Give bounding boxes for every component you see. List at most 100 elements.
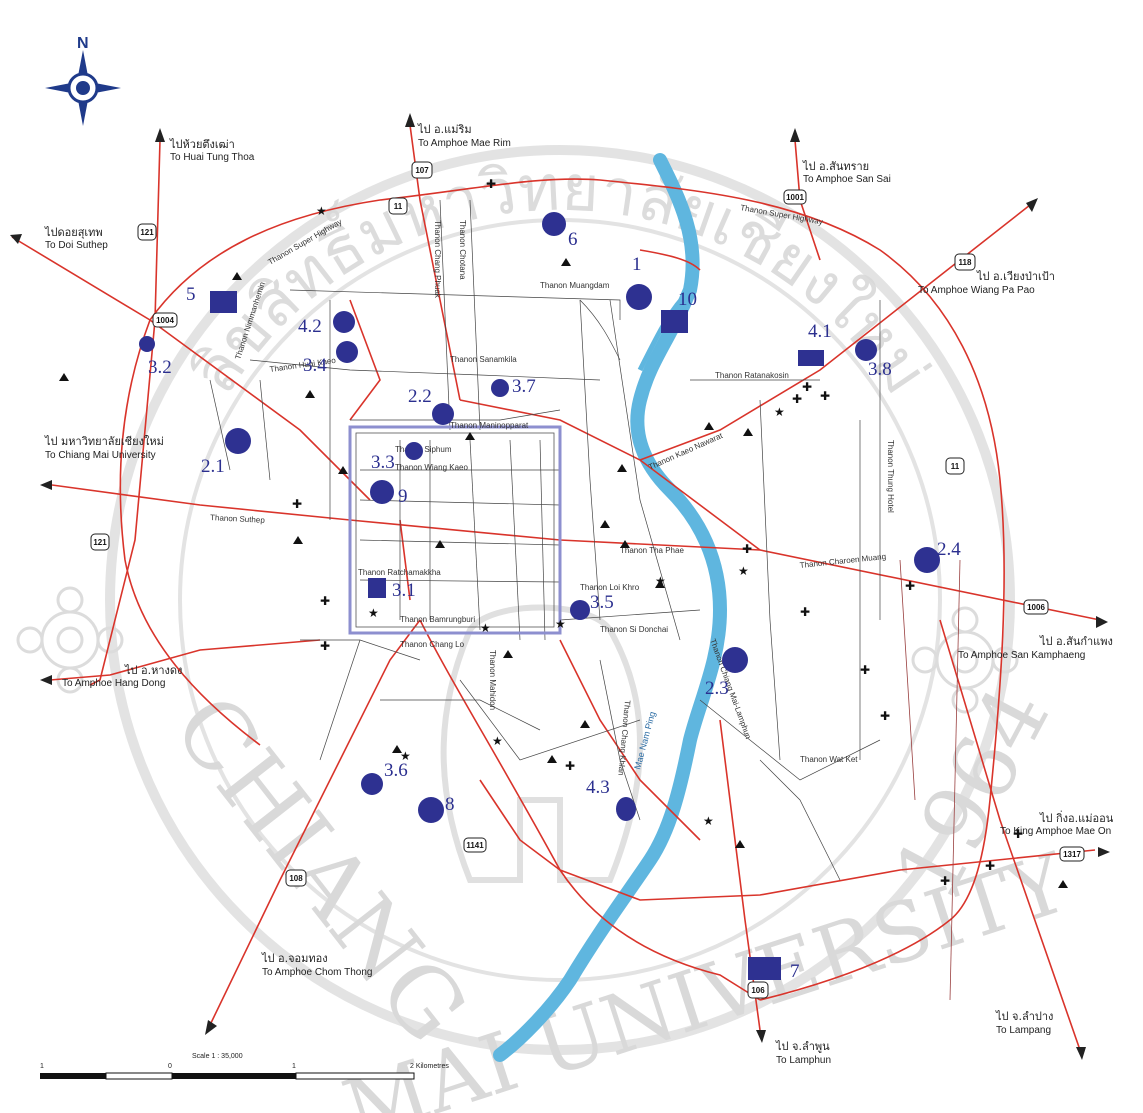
svg-text:To Lampang: To Lampang — [996, 1025, 1051, 1036]
svg-text:To Lamphun: To Lamphun — [776, 1055, 831, 1066]
svg-text:1001: 1001 — [786, 193, 804, 202]
marker-1: 1 — [626, 254, 652, 310]
svg-text:✚: ✚ — [1013, 827, 1023, 841]
highway-shield: 1317 — [1059, 846, 1085, 862]
scale-bar: Scale 1 : 35,000 1 0 1 2 Kilometres — [40, 1053, 449, 1080]
svg-text:ไปดอยสุเทพ: ไปดอยสุเทพ — [44, 226, 103, 239]
svg-text:✚: ✚ — [820, 389, 830, 403]
svg-text:ไปห้วยตึงเฒ่า: ไปห้วยตึงเฒ่า — [169, 138, 235, 151]
svg-text:3.3: 3.3 — [371, 452, 395, 473]
highway-shield: 108 — [285, 869, 307, 887]
svg-text:2.2: 2.2 — [408, 386, 432, 407]
north-compass: N — [45, 35, 121, 126]
road-label: Thanon Si Donchai — [600, 625, 668, 634]
street-network — [209, 199, 961, 1001]
svg-text:✚: ✚ — [985, 859, 995, 873]
svg-text:11: 11 — [394, 202, 403, 211]
destination-labels: ไปห้วยตึงเฒ่าTo Huai Tung Thoa ไป อ.แม่ร… — [44, 123, 1114, 1066]
road-label: Thanon Ratchamakkha — [358, 568, 441, 577]
svg-text:8: 8 — [445, 794, 455, 815]
destination-lampang: ไป จ.ลำปาง To Lampang — [995, 1010, 1053, 1036]
svg-text:★: ★ — [703, 814, 714, 828]
svg-text:3.2: 3.2 — [148, 357, 172, 378]
road-label: Thanon Loi Khro — [580, 583, 640, 592]
svg-text:★: ★ — [555, 617, 566, 631]
svg-text:3.4: 3.4 — [303, 355, 327, 376]
svg-text:9: 9 — [398, 486, 408, 507]
svg-text:4.2: 4.2 — [298, 316, 322, 337]
monument-star-icon: ★★★★ ★★★★ ★★ — [316, 204, 785, 828]
temple-triangle-icon — [59, 258, 1068, 888]
svg-text:To Amphoe San Kamphaeng: To Amphoe San Kamphaeng — [958, 650, 1085, 661]
highway-shield: 107 — [411, 161, 433, 179]
svg-text:To Amphoe Hang Dong: To Amphoe Hang Dong — [62, 678, 165, 689]
marker-3.7: 3.7 — [491, 376, 536, 397]
highway-shield: 11 — [945, 457, 965, 475]
svg-text:6: 6 — [568, 229, 578, 250]
old-city-moat-inner — [355, 432, 555, 628]
road-label: Thanon Ratanakosin — [715, 371, 789, 380]
svg-text:121: 121 — [93, 538, 107, 547]
svg-text:108: 108 — [289, 874, 303, 883]
marker-10: 10 — [661, 289, 697, 333]
highway-shield: 106 — [747, 981, 769, 999]
svg-text:3.8: 3.8 — [868, 359, 892, 380]
marker-4.3: 4.3 — [586, 777, 636, 821]
scale-tick: 1 — [40, 1063, 44, 1070]
svg-text:To Chiang Mai University: To Chiang Mai University — [45, 450, 156, 461]
svg-text:107: 107 — [415, 166, 429, 175]
svg-text:1141: 1141 — [466, 841, 484, 850]
location-markers: 1 10 6 5 4.2 3.4 3.2 4.1 3.8 3.7 2.2 2.1… — [139, 212, 961, 982]
destination-lamphun: ไป จ.ลำพูนTo Lamphun — [775, 1040, 831, 1066]
watermark-flower-left — [16, 586, 124, 694]
highway-shield: 1004 — [152, 312, 178, 328]
svg-text:✚: ✚ — [880, 709, 890, 723]
svg-text:★: ★ — [480, 621, 491, 635]
road-label: Thanon Wiang Kaeo — [395, 463, 468, 472]
road-label: Thanon Kaeo Nawarat — [647, 431, 725, 472]
svg-text:★: ★ — [774, 405, 785, 419]
svg-text:✚: ✚ — [800, 605, 810, 619]
marker-2.2: 2.2 — [408, 386, 454, 425]
road-label: Thanon Bamrungburi — [400, 615, 475, 624]
svg-text:To Amphoe Mae Rim: To Amphoe Mae Rim — [418, 138, 511, 149]
road-label: Thanon Wat Ket — [800, 755, 858, 764]
svg-text:★: ★ — [400, 749, 411, 763]
svg-text:3.6: 3.6 — [384, 760, 408, 781]
destination-wiang-pa-pao: ไป อ.เวียงป่าเป้าTo Amphoe Wiang Pa Pao — [918, 270, 1055, 296]
svg-text:To Huai Tung Thoa: To Huai Tung Thoa — [170, 152, 255, 163]
marker-3.1: 3.1 — [368, 578, 416, 601]
svg-text:✚: ✚ — [905, 579, 915, 593]
svg-text:3.7: 3.7 — [512, 376, 536, 397]
destination-mae-rim: ไป อ.แม่ริมTo Amphoe Mae Rim — [417, 123, 511, 149]
marker-5: 5 — [186, 284, 237, 313]
north-label: N — [77, 35, 89, 52]
svg-text:✚: ✚ — [742, 542, 752, 556]
marker-2.1: 2.1 — [201, 428, 251, 477]
svg-text:ไป อ.หางดง: ไป อ.หางดง — [124, 664, 182, 677]
svg-text:★: ★ — [655, 574, 666, 588]
svg-text:✚: ✚ — [486, 177, 496, 191]
svg-text:1317: 1317 — [1063, 850, 1081, 859]
svg-text:3.1: 3.1 — [392, 580, 416, 601]
scale-tick: 2 Kilometres — [410, 1063, 449, 1070]
svg-text:✚: ✚ — [860, 663, 870, 677]
svg-text:ไป อ.สันกำแพง: ไป อ.สันกำแพง — [1039, 635, 1113, 648]
svg-text:ไป จ.ลำปาง: ไป จ.ลำปาง — [995, 1010, 1053, 1023]
svg-text:To Amphoe Chom Thong: To Amphoe Chom Thong — [262, 967, 372, 978]
svg-text:ไป อ.สันทราย: ไป อ.สันทราย — [802, 160, 869, 173]
destination-cmu: ไป มหาวิทยาลัยเชียงใหม่ To Chiang Mai Uni… — [44, 435, 164, 461]
old-city-moat — [348, 425, 562, 635]
svg-text:2.3: 2.3 — [705, 678, 729, 699]
marker-2.4: 2.4 — [914, 539, 961, 573]
road-label: Thanon Chotana — [458, 220, 467, 280]
road-label: Thanon Tha Phae — [620, 546, 684, 555]
svg-text:3.5: 3.5 — [590, 592, 614, 613]
svg-text:ไป มหาวิทยาลัยเชียงใหม่: ไป มหาวิทยาลัยเชียงใหม่ — [44, 435, 164, 448]
svg-text:7: 7 — [790, 961, 800, 982]
scale-tick: 0 — [168, 1063, 172, 1070]
marker-4.1: 4.1 — [798, 321, 832, 366]
